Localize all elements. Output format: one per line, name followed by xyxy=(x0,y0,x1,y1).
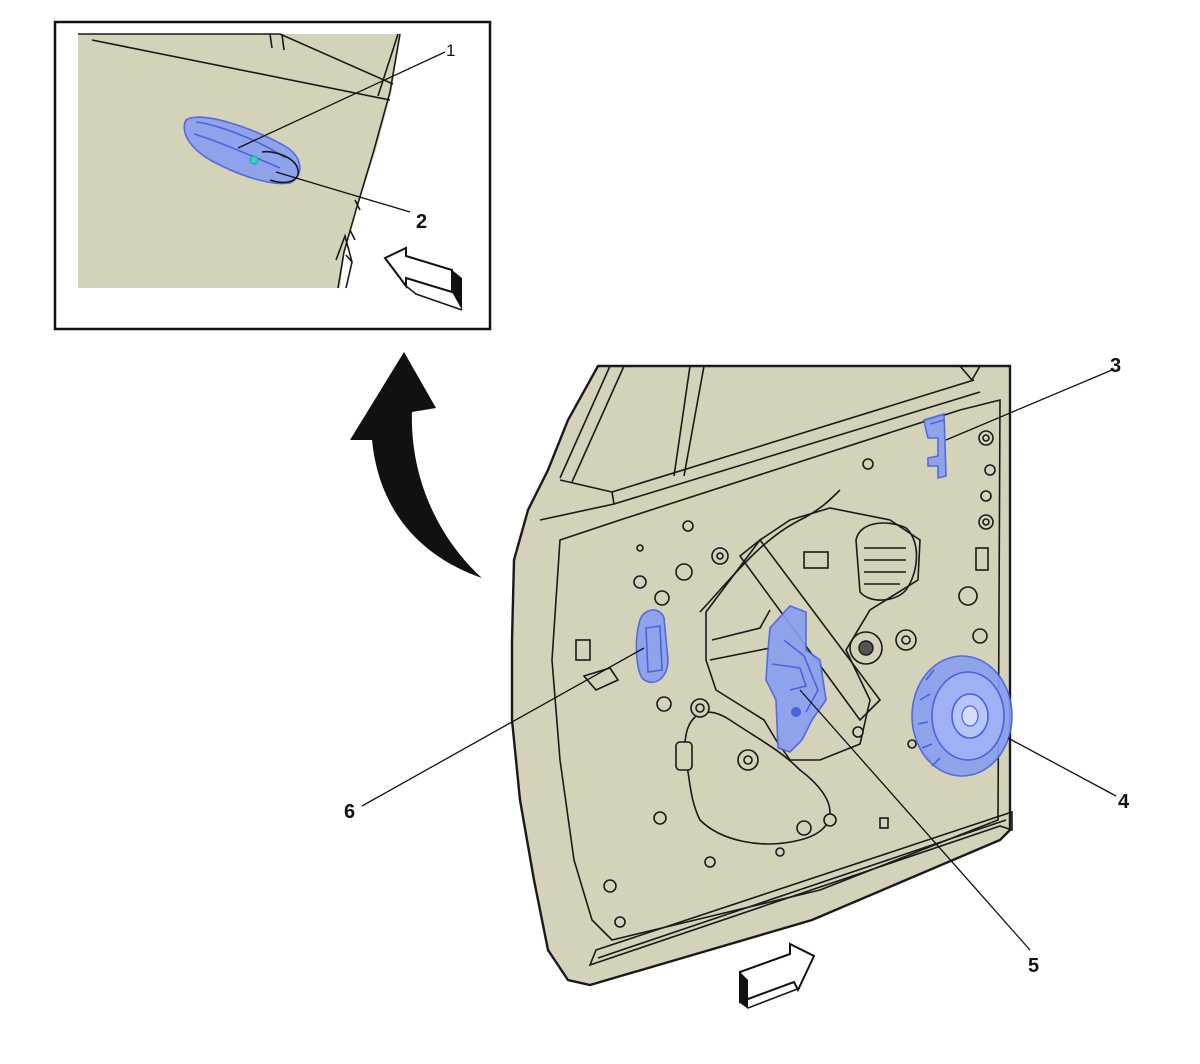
exterior-door-handle xyxy=(183,116,301,185)
direction-arrow-icon xyxy=(739,942,816,1009)
leader-line-1 xyxy=(237,51,446,149)
leader-line-5 xyxy=(799,689,1031,951)
door-outline xyxy=(510,364,1012,987)
door-inner-panel xyxy=(510,364,1013,987)
direction-arrow-icon xyxy=(383,246,463,311)
leader-line-4 xyxy=(1007,737,1117,797)
callout-5: 5 xyxy=(1028,955,1039,977)
access-opening xyxy=(705,507,921,761)
leader-line-3 xyxy=(945,369,1113,441)
inset-detail-view xyxy=(53,20,492,331)
callout-2: 2 xyxy=(416,211,427,233)
curved-arrow-icon xyxy=(350,352,482,578)
callout-1: 1 xyxy=(446,41,455,60)
window-regulator xyxy=(765,605,827,753)
inset-window-edge xyxy=(78,33,394,85)
door-latch-bracket xyxy=(923,412,947,480)
leader-line-6 xyxy=(361,647,645,807)
callout-4: 4 xyxy=(1118,791,1130,813)
callout-6: 6 xyxy=(344,801,355,823)
leader-line-2 xyxy=(275,171,411,213)
mounting-holes xyxy=(603,430,996,928)
callout-3: 3 xyxy=(1110,355,1121,377)
door-speaker xyxy=(911,655,1013,777)
inside-handle-bracket xyxy=(635,609,669,684)
handle-sensor-dot xyxy=(249,155,259,165)
